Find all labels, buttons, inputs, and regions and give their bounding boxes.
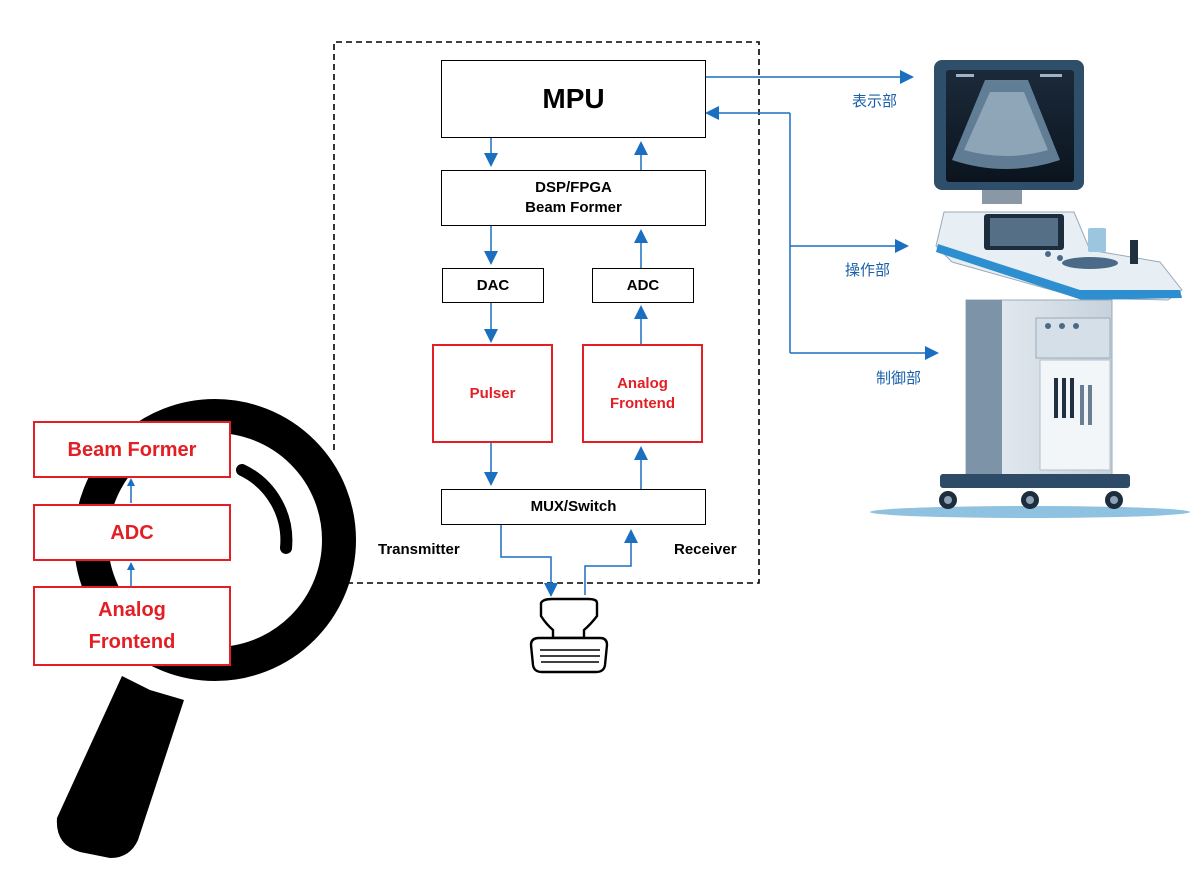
receiver-label: Receiver — [674, 541, 737, 558]
magnified-adc-label: ADC — [110, 521, 154, 544]
magnified-frontend-label: Frontend — [88, 631, 176, 653]
transmitter-label: Transmitter — [378, 541, 460, 558]
dac-block: DAC — [442, 268, 544, 303]
magnified-analog-label: Analog — [98, 599, 166, 621]
analog-label: Analog — [617, 374, 668, 392]
magnified-analog-frontend-block: Analog Frontend — [33, 586, 231, 666]
beam-former-label: Beam Former — [525, 199, 622, 216]
mpu-label: MPU — [542, 83, 605, 114]
pulser-block: Pulser — [432, 344, 553, 443]
mux-switch-block: MUX/Switch — [441, 489, 706, 525]
system-boundary — [333, 41, 760, 584]
magnified-beam-former-label: Beam Former — [67, 438, 197, 461]
magnified-adc-block: ADC — [33, 504, 231, 561]
dac-label: DAC — [476, 276, 510, 294]
pulser-label: Pulser — [469, 384, 516, 402]
analog-frontend-block: Analog Frontend — [582, 344, 703, 443]
ultrasound-machine-image — [870, 60, 1190, 518]
operation-unit-label: 操作部 — [845, 261, 891, 279]
signal-arrows — [127, 70, 939, 597]
control-unit-label: 制御部 — [876, 369, 922, 387]
adc-label: ADC — [626, 276, 660, 294]
magnified-beam-former-block: Beam Former — [33, 421, 231, 478]
dsp-fpga-label: DSP/FPGA — [535, 179, 612, 196]
mux-switch-label: MUX/Switch — [530, 498, 617, 515]
probe-icon — [529, 597, 609, 674]
frontend-label: Frontend — [610, 394, 675, 412]
display-unit-label: 表示部 — [852, 92, 898, 110]
adc-block: ADC — [592, 268, 694, 303]
mpu-block: MPU — [441, 60, 706, 138]
dsp-fpga-block: DSP/FPGA Beam Former — [441, 170, 706, 226]
